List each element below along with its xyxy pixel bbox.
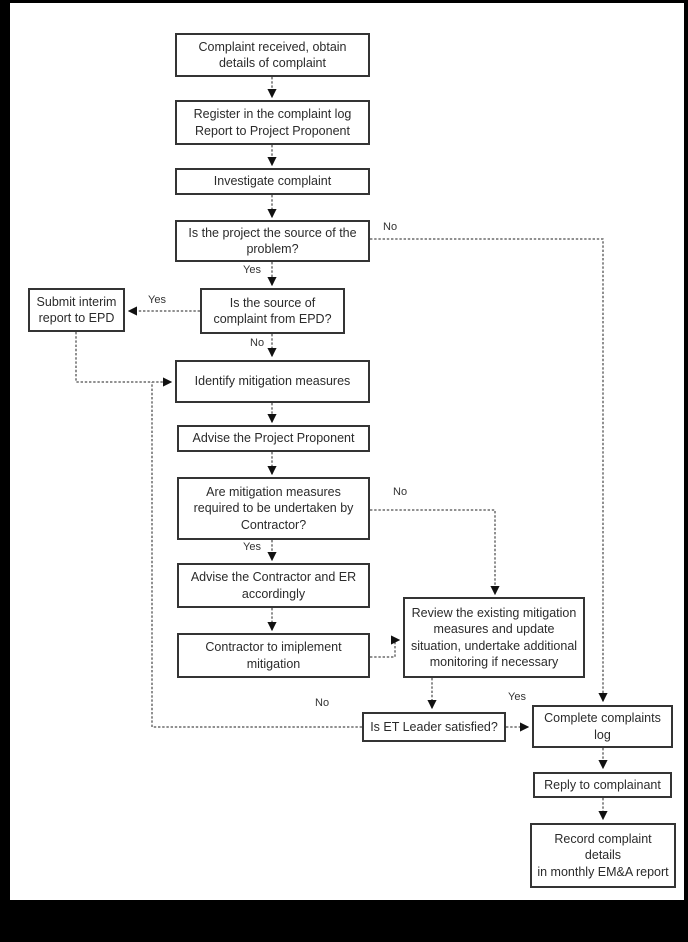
edge-label-satisfied-yes: Yes: [507, 691, 527, 704]
node-submit-interim-report: Submit interim report to EPD: [28, 288, 125, 332]
node-et-leader-satisfied-decision: Is ET Leader satisfied?: [362, 712, 506, 742]
node-investigate-complaint: Investigate complaint: [175, 168, 370, 195]
node-advise-project-proponent: Advise the Project Proponent: [177, 425, 370, 452]
node-contractor-implement: Contractor to imiplement mitigation: [177, 633, 370, 678]
edge-label-epd-yes: Yes: [147, 294, 167, 307]
node-advise-contractor-er: Advise the Contractor and ER accordingly: [177, 563, 370, 608]
node-project-source-decision: Is the project the source of the problem…: [175, 220, 370, 262]
node-epd-source-decision: Is the source of complaint from EPD?: [200, 288, 345, 334]
edge-label-source-no: No: [382, 221, 399, 234]
node-review-mitigation: Review the existing mitigation measures …: [403, 597, 585, 678]
node-register-complaint-log: Register in the complaint log Report to …: [175, 100, 370, 145]
node-mitigation-required-decision: Are mitigation measures required to be u…: [177, 477, 370, 540]
node-identify-mitigation: Identify mitigation measures: [175, 360, 370, 403]
node-complete-complaints-log: Complete complaints log: [532, 705, 673, 748]
node-record-complaint-details: Record complaint details in monthly EM&A…: [530, 823, 676, 888]
edge-label-source-yes: Yes: [242, 264, 262, 277]
node-reply-complainant: Reply to complainant: [533, 772, 672, 798]
edge-label-required-yes: Yes: [242, 541, 262, 554]
edge-label-required-no: No: [392, 486, 409, 499]
edge-label-satisfied-no: No: [314, 697, 331, 710]
edge-label-epd-no: No: [249, 337, 266, 350]
node-complaint-received: Complaint received, obtain details of co…: [175, 33, 370, 77]
